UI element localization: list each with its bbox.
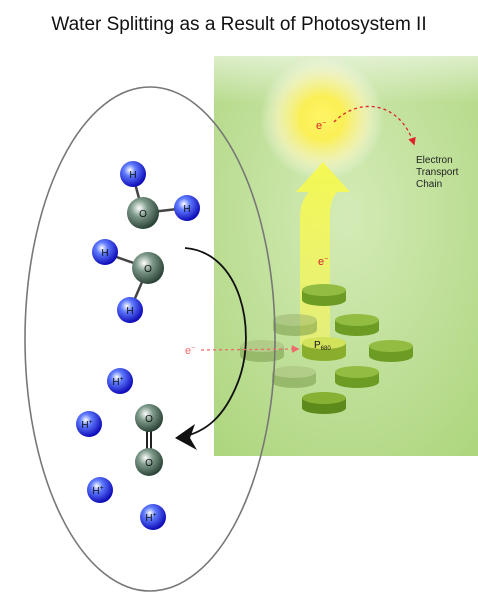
svg-text:O: O (144, 264, 152, 275)
oxygen-atom: O (135, 448, 163, 476)
p680-reaction-center: P680 (302, 337, 346, 361)
p680-label: P680 (314, 340, 331, 352)
svg-text:H+: H+ (92, 485, 103, 497)
svg-text:H+: H+ (112, 376, 123, 388)
water-molecule: H O H (120, 161, 200, 229)
hydrogen-atom: H (120, 161, 146, 187)
proton: H+ (107, 368, 133, 394)
diagram-title: Water Splitting as a Result of Photosyst… (51, 14, 426, 35)
reaction-arrowhead (175, 424, 197, 450)
hydrogen-atom: H (92, 239, 118, 265)
svg-text:H: H (101, 248, 108, 259)
antenna-disc (273, 314, 317, 336)
oxygen-atom: O (135, 404, 163, 432)
proton: H+ (87, 477, 113, 503)
svg-text:H+: H+ (145, 512, 156, 524)
hydrogen-atom: H (117, 297, 143, 323)
electron-label-water: e− (185, 345, 195, 357)
electron-to-etc-arrow (333, 105, 416, 146)
proton: H+ (76, 411, 102, 437)
antenna-disc (369, 340, 413, 362)
svg-text:O: O (139, 209, 147, 220)
antenna-disc (302, 284, 346, 306)
proton: H+ (140, 504, 166, 530)
sun-glow (260, 56, 384, 180)
antenna-disc (272, 366, 316, 388)
oxygen-atom: O (132, 252, 164, 284)
electron-label-arrow: e− (318, 256, 328, 268)
antenna-complex: P680 (240, 284, 413, 414)
hydrogen-atom: H (174, 195, 200, 221)
svg-text:H: H (183, 204, 190, 215)
oxygen-molecule: O O (135, 404, 163, 476)
reaction-arrow (181, 247, 247, 438)
water-oxidation-region (24, 86, 276, 592)
etc-label: Electron Transport Chain (416, 155, 461, 190)
antenna-disc (302, 392, 346, 414)
oxygen-atom: O (127, 197, 159, 229)
electron-to-p680-arrow (200, 345, 300, 353)
svg-text:O: O (145, 414, 153, 425)
electron-label-sun: e− (316, 120, 326, 132)
svg-text:H: H (126, 306, 133, 317)
antenna-disc (335, 314, 379, 336)
svg-text:H+: H+ (81, 419, 92, 431)
antenna-disc (335, 366, 379, 388)
svg-text:O: O (145, 458, 153, 469)
water-molecule: H O H (92, 239, 164, 323)
svg-text:H: H (129, 170, 136, 181)
